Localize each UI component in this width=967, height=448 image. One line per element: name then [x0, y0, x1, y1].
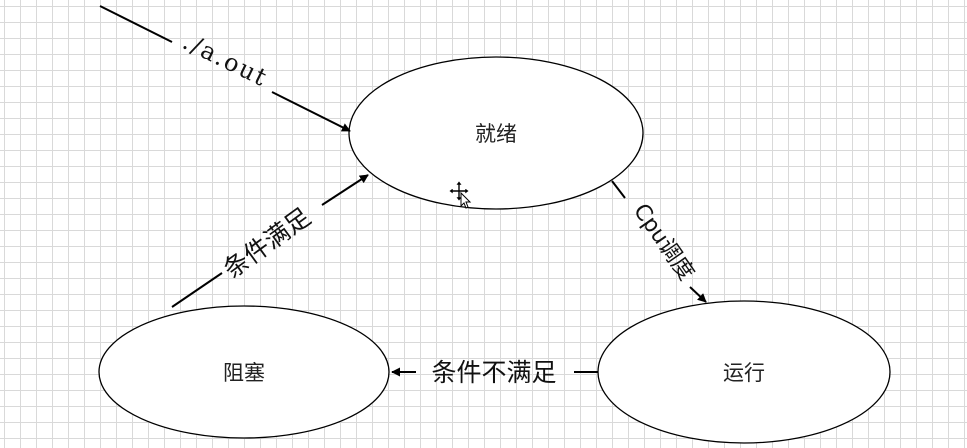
node-ready[interactable]: 就绪: [348, 56, 644, 210]
node-running[interactable]: 运行: [597, 300, 891, 444]
edge-schedule: Cpu调度: [611, 180, 707, 303]
move-cursor-icon: [448, 180, 472, 209]
edge-blocked-to-ready-label: 条件满足: [218, 202, 316, 284]
node-ready-label: 就绪: [475, 122, 517, 146]
edge-running-to-blocked: 条件不满足: [391, 358, 598, 387]
node-blocked[interactable]: 阻塞: [98, 305, 390, 439]
edge-blocked-to-ready: 条件满足: [171, 174, 369, 308]
edge-running-to-blocked-label: 条件不满足: [431, 358, 556, 387]
node-blocked-label: 阻塞: [223, 361, 265, 385]
node-running-label: 运行: [723, 361, 765, 385]
edge-start-label: ./a.out: [178, 27, 272, 92]
edge-schedule-label: Cpu调度: [628, 199, 699, 285]
edge-start: ./a.out: [99, 5, 351, 132]
